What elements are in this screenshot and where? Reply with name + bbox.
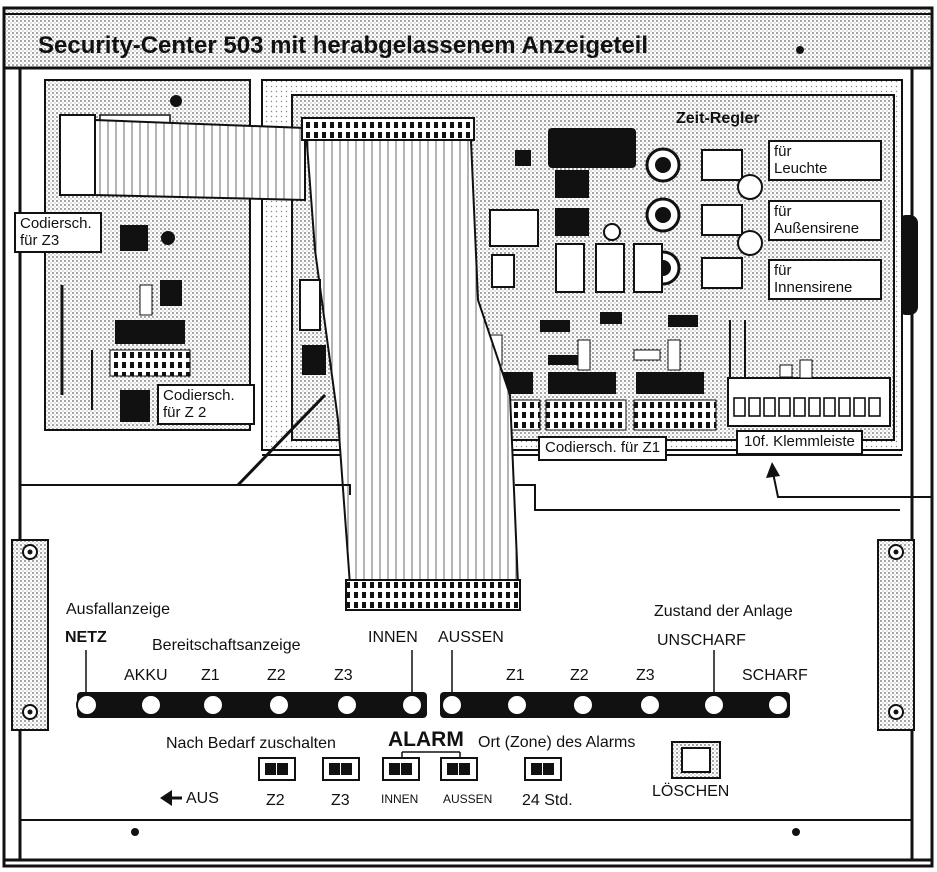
ribbon-cable-upper [94,118,306,202]
fuer-aussensirene-line2: Außensirene [774,219,860,237]
led-akku [140,694,162,716]
led-bar-left [77,692,427,718]
coder-z3-line1: Codiersch. [20,215,92,232]
innen-top-label: INNEN [368,629,418,646]
fuer-innensirene-line2: Innensirene [774,278,853,296]
switch-z3[interactable] [322,757,360,781]
led-z3-left [336,694,358,716]
loeschen-label: LÖSCHEN [652,783,730,800]
switch-innen[interactable] [382,757,420,781]
switch-label-z3: Z3 [331,792,350,809]
led-label-akku: AKKU [124,667,168,684]
nach-bedarf-label: Nach Bedarf zuschalten [166,735,336,752]
led-label-z1-right: Z1 [506,667,525,684]
led-aussen [441,694,463,716]
fuer-leuchte-label: für Leuchte [768,140,882,181]
coder-z2-line2: für Z 2 [163,403,207,421]
aussen-top-label: AUSSEN [438,629,504,646]
led-label-z1-left: Z1 [201,667,220,684]
led-z2-right [572,694,594,716]
coder-z3-label: Codiersch. für Z3 [14,212,102,253]
ort-zone-label: Ort (Zone) des Alarms [478,734,636,751]
switch-aussen[interactable] [440,757,478,781]
fuer-aussensirene-line1: für [774,203,792,220]
loeschen-button[interactable] [682,748,710,772]
netz-label: NETZ [65,629,107,646]
coder-z2-label: Codiersch. für Z 2 [157,384,255,425]
led-label-z3-right: Z3 [636,667,655,684]
led-z1-left [202,694,224,716]
fuer-leuchte-line1: für [774,143,792,160]
ribbon-connector-top [301,117,475,141]
switch-label-aussen: AUSSEN [443,792,493,806]
led-z2-left [268,694,290,716]
switch-label-24std: 24 Std. [522,792,573,809]
led-unscharf [703,694,725,716]
fuer-aussensirene-label: für Außensirene [768,200,882,241]
klemmleiste-label: 10f. Klemmleiste [736,430,863,455]
ausfallanzeige-label: Ausfallanzeige [66,601,171,618]
switch-z2[interactable] [258,757,296,781]
led-netz [76,694,98,716]
led-z1-right [506,694,528,716]
diagram-title: Security-Center 503 mit herabgelassenem … [38,32,649,59]
scharf-label: SCHARF [742,667,808,684]
switch-label-innen: INNEN [381,792,419,806]
coder-z3-line2: für Z3 [20,231,60,249]
led-label-z2-right: Z2 [570,667,589,684]
relay-black [548,128,636,168]
unscharf-label: UNSCHARF [657,632,746,649]
aus-label: AUS [186,790,219,807]
coder-z2-line1: Codiersch. [163,387,235,404]
bereitschaftsanzeige-label: Bereitschaftsanzeige [152,637,301,654]
switch-24std[interactable] [524,757,562,781]
switch-label-z2: Z2 [266,792,285,809]
ribbon-connector-bottom [345,579,521,611]
zustand-label: Zustand der Anlage [654,603,793,620]
led-z3-right [639,694,661,716]
led-scharf [767,694,789,716]
coder-z1-label: Codiersch. für Z1 [538,436,668,461]
led-bar-right [440,692,790,718]
bracket-right [877,539,915,731]
zeit-regler-label: Zeit-Regler [676,110,760,127]
fuer-innensirene-label: für Innensirene [768,259,882,300]
fuer-innensirene-line1: für [774,262,792,279]
led-label-z2-left: Z2 [267,667,286,684]
alarm-label: ALARM [388,728,464,751]
led-label-z3-left: Z3 [334,667,353,684]
title-bar [2,6,934,70]
bracket-left [11,539,49,731]
led-innen [401,694,423,716]
fuer-leuchte-line2: Leuchte [774,159,828,177]
